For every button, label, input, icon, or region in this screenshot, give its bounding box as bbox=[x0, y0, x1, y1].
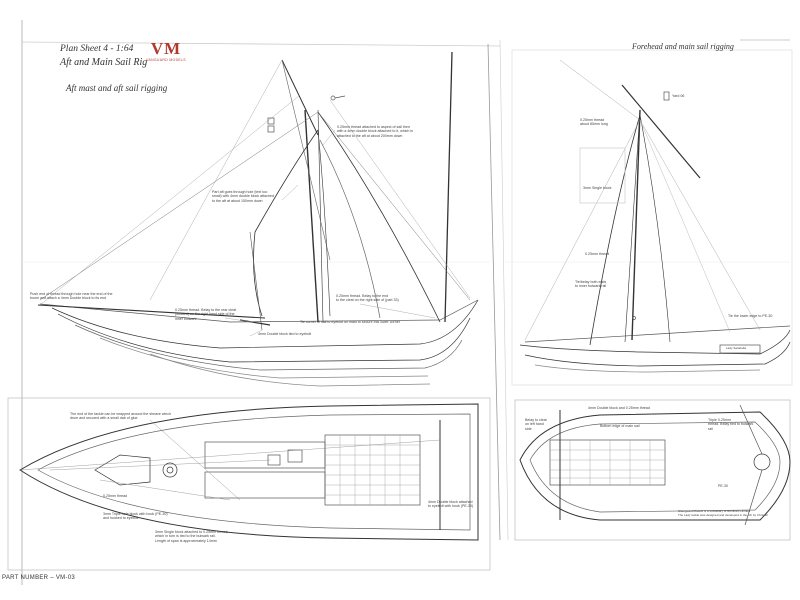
note-peak-halyard: 0.25mm thread attached to aspect of sail… bbox=[337, 125, 413, 138]
note-boom-thread: Push end of thread through hole near the… bbox=[30, 292, 113, 301]
note-single-block: 3mm Single block attached to 0.25mm thre… bbox=[155, 530, 229, 543]
note-thread-85mm: 0.25mm thread about 85mm long bbox=[580, 118, 608, 127]
note-part-aft: Part aft goes through hole (text too sma… bbox=[212, 190, 274, 203]
title-block: Plan Sheet 4 - 1:64 Aft and Main Sail Ri… bbox=[60, 44, 147, 68]
note-pe30: PE-30 bbox=[718, 484, 728, 488]
note-credits: Shanguard Models is a subsidiary of Burn… bbox=[678, 509, 769, 517]
right-heading: Forehead and main sail rigging bbox=[632, 42, 734, 51]
note-double-block: 4mm Double block tied to eyebolt bbox=[258, 332, 312, 336]
note-triple-block: 3mm Triple hole block with hook (PE-30) … bbox=[103, 512, 168, 521]
note-thread-plan: 0.25mm thread bbox=[103, 494, 128, 498]
sheet-subtitle: Aft and Main Sail Rig bbox=[60, 57, 148, 68]
logo-subtext: VANGUARD MODELS bbox=[146, 58, 186, 62]
left-elevation bbox=[37, 51, 479, 387]
note-triple-thread: Triple 0.25mm thread. Belay tied to bulw… bbox=[708, 418, 754, 431]
left-heading: Aft mast and aft sail rigging bbox=[66, 83, 168, 93]
note-sail-corner: Tie corner of sail to eyebolt on mast to… bbox=[300, 320, 400, 324]
note-winch-drum: The end of the tackle can be wrapped aro… bbox=[70, 412, 172, 421]
note-lower-edge: Tie the lower edge to PE-30 bbox=[728, 314, 773, 318]
note-yard: Yard 06 bbox=[672, 94, 685, 98]
sheet-title: Plan Sheet 4 - 1:64 bbox=[60, 44, 134, 54]
part-number: PART NUMBER – VM-03 bbox=[2, 575, 76, 581]
note-tie-belay: Tie/belay both ends to inner bulwark rai… bbox=[575, 280, 607, 289]
note-bottom-edge: Bottom edge of main sail bbox=[600, 424, 640, 428]
note-cleat-right: 0.25mm thread. Belay to the end to the c… bbox=[336, 294, 399, 303]
note-eyebolt-hook: 4mm Double block attached to eyebolt wit… bbox=[428, 500, 474, 509]
right-elevation bbox=[511, 49, 793, 386]
note-single-block-right: 3mm Single block bbox=[583, 186, 612, 190]
note-double-block-right: 4mm Double block and 0.25mm thread bbox=[588, 406, 650, 410]
note-thread-right: 0.25mm thread bbox=[585, 252, 610, 256]
note-belay-left: Belay to cleat on left hand side bbox=[525, 418, 547, 431]
name-plate: Lady Sarabella bbox=[726, 346, 747, 350]
vanguard-logo: VM VANGUARD MODELS bbox=[146, 40, 186, 68]
right-plan-view bbox=[514, 399, 791, 541]
logo-mark: VM bbox=[150, 39, 182, 58]
left-plan-view bbox=[7, 397, 491, 571]
note-rear-cleat: 0.25mm thread. Belay to the rear cleat (… bbox=[175, 308, 237, 321]
